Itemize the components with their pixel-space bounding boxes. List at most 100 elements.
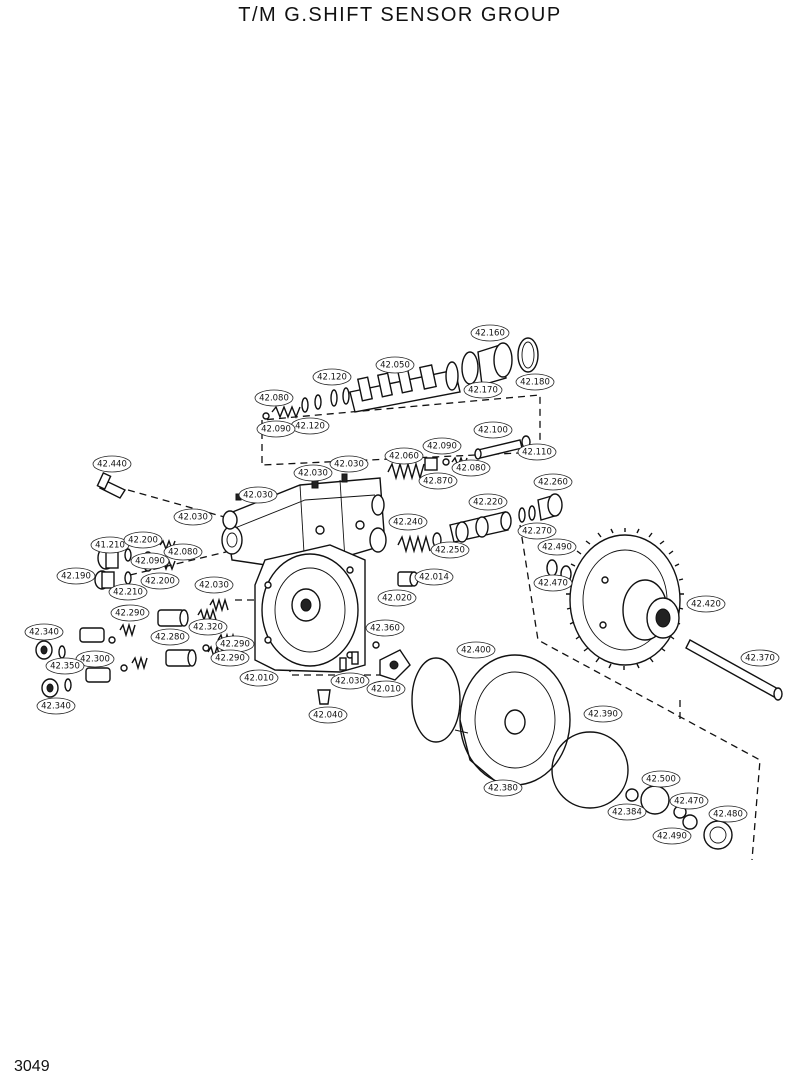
svg-text:42.200: 42.200 (128, 536, 158, 546)
callout-label: 42.080 (163, 543, 203, 561)
callout-label: 42.210 (108, 583, 148, 601)
callout-label: 42.110 (517, 443, 557, 461)
page-number: 3049 (14, 1058, 50, 1075)
svg-text:42.290: 42.290 (220, 640, 250, 650)
svg-text:42.440: 42.440 (97, 460, 127, 470)
svg-text:42.040: 42.040 (313, 711, 343, 721)
svg-text:42.170: 42.170 (468, 386, 498, 396)
callout-label: 42.020 (377, 589, 417, 607)
svg-text:42.400: 42.400 (461, 646, 491, 656)
callout-label: 42.320 (188, 618, 228, 636)
callout-label: 42.080 (254, 389, 294, 407)
svg-text:42.270: 42.270 (522, 527, 552, 537)
cover-plate (254, 544, 366, 673)
svg-text:42.010: 42.010 (244, 674, 274, 684)
svg-text:42.120: 42.120 (295, 422, 325, 432)
svg-text:42.340: 42.340 (41, 702, 71, 712)
svg-text:42.030: 42.030 (178, 513, 208, 523)
svg-text:42.380: 42.380 (488, 784, 518, 794)
right-spool-assembly (397, 493, 563, 554)
svg-text:42.240: 42.240 (393, 518, 423, 528)
callout-label: 42.350 (45, 657, 85, 675)
svg-text:42.384: 42.384 (612, 808, 642, 818)
svg-text:42.080: 42.080 (168, 548, 198, 558)
callout-label: 42.120 (290, 417, 330, 435)
callout-labels: 42.160 42.050 42.170 42.180 42.120 42.12… (24, 324, 780, 845)
svg-text:42.010: 42.010 (371, 685, 401, 695)
svg-text:42.080: 42.080 (259, 394, 289, 404)
callout-label: 41.210 (90, 536, 130, 554)
svg-text:42.490: 42.490 (657, 832, 687, 842)
svg-text:42.370: 42.370 (745, 654, 775, 664)
callout-label: 42.030 (330, 672, 370, 690)
callout-label: 42.190 (56, 567, 96, 585)
upper-shaft-assembly (262, 337, 539, 481)
gear-and-shaft (546, 528, 783, 701)
svg-text:42.290: 42.290 (215, 654, 245, 664)
callout-label: 42.360 (365, 619, 405, 637)
callout-label: 42.090 (256, 420, 296, 438)
callout-label: 42.030 (194, 576, 234, 594)
svg-text:42.014: 42.014 (419, 573, 449, 583)
callout-label: 42.100 (473, 421, 513, 439)
svg-text:42.220: 42.220 (473, 498, 503, 508)
svg-text:42.090: 42.090 (135, 557, 165, 567)
svg-text:42.350: 42.350 (50, 662, 80, 672)
svg-text:42.020: 42.020 (382, 594, 412, 604)
svg-text:42.030: 42.030 (334, 460, 364, 470)
callout-label: 42.030 (329, 455, 369, 473)
callout-label: 42.870 (418, 472, 458, 490)
callout-label: 42.470 (669, 792, 709, 810)
callout-label: 42.290 (110, 604, 150, 622)
callout-label: 42.370 (740, 649, 780, 667)
svg-text:42.030: 42.030 (298, 469, 328, 479)
callout-label: 42.014 (414, 568, 454, 586)
svg-text:42.420: 42.420 (691, 600, 721, 610)
svg-text:42.050: 42.050 (380, 361, 410, 371)
callout-label: 42.380 (483, 779, 523, 797)
callout-label: 42.440 (92, 455, 132, 473)
callout-label: 42.010 (239, 669, 279, 687)
svg-text:42.470: 42.470 (674, 797, 704, 807)
svg-text:42.180: 42.180 (520, 378, 550, 388)
callout-label: 42.170 (463, 381, 503, 399)
svg-text:42.480: 42.480 (713, 810, 743, 820)
svg-text:42.290: 42.290 (115, 609, 145, 619)
callout-label: 42.490 (537, 538, 577, 556)
svg-text:42.360: 42.360 (370, 624, 400, 634)
svg-text:42.340: 42.340 (29, 628, 59, 638)
callout-label: 42.270 (517, 522, 557, 540)
callout-label: 42.240 (388, 513, 428, 531)
svg-text:42.250: 42.250 (435, 546, 465, 556)
callout-label: 42.010 (366, 680, 406, 698)
callout-label: 42.340 (36, 697, 76, 715)
callout-label: 42.080 (451, 459, 491, 477)
svg-text:42.100: 42.100 (478, 426, 508, 436)
svg-text:41.210: 41.210 (95, 541, 125, 551)
callout-label: 42.290 (215, 635, 255, 653)
callout-label: 42.340 (24, 623, 64, 641)
svg-text:42.260: 42.260 (538, 478, 568, 488)
callout-label: 42.030 (238, 486, 278, 504)
svg-text:42.030: 42.030 (243, 491, 273, 501)
callout-label: 42.470 (533, 574, 573, 592)
callout-label: 42.050 (375, 356, 415, 374)
callout-label: 42.120 (312, 368, 352, 386)
svg-text:42.080: 42.080 (456, 464, 486, 474)
callout-label: 42.040 (308, 706, 348, 724)
svg-text:42.300: 42.300 (80, 655, 110, 665)
svg-text:42.470: 42.470 (538, 579, 568, 589)
callout-label: 42.300 (75, 650, 115, 668)
callout-label: 42.200 (123, 531, 163, 549)
callout-label: 42.090 (130, 552, 170, 570)
svg-text:42.120: 42.120 (317, 373, 347, 383)
callout-label: 42.420 (686, 595, 726, 613)
callout-label: 42.060 (384, 447, 424, 465)
callout-label: 42.160 (470, 324, 510, 342)
callout-label: 42.030 (293, 464, 333, 482)
callout-label: 42.030 (173, 508, 213, 526)
callout-label: 42.480 (708, 805, 748, 823)
svg-text:42.110: 42.110 (522, 448, 552, 458)
svg-text:42.060: 42.060 (389, 452, 419, 462)
